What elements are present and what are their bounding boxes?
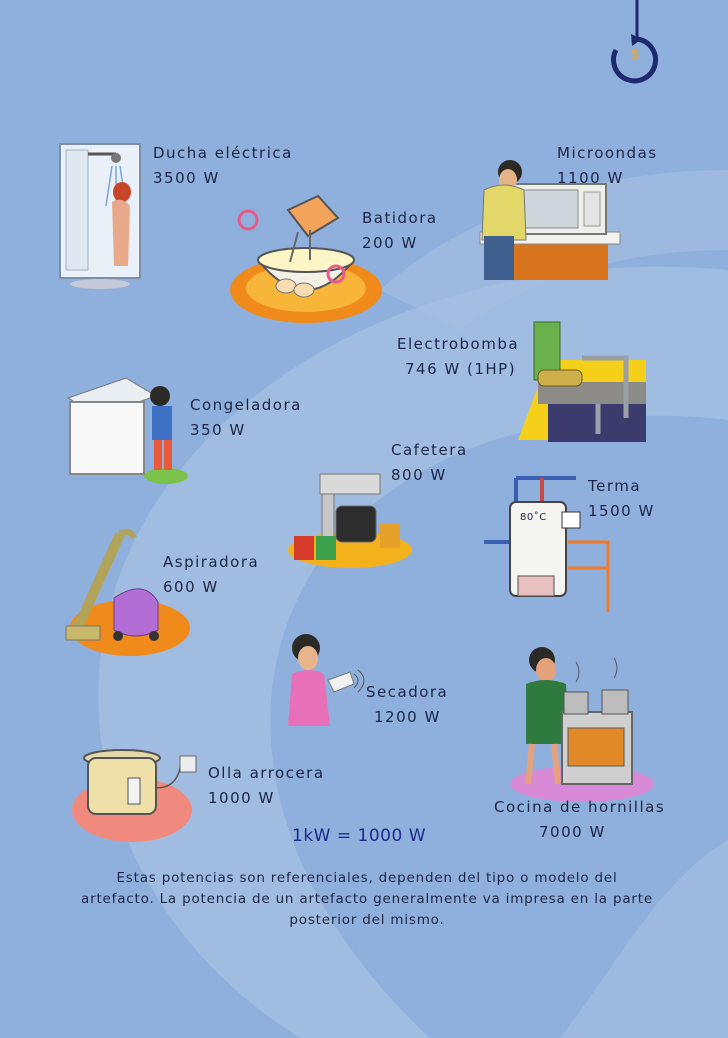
appliance-power: 800 W — [391, 466, 447, 484]
appliance-power: 350 W — [190, 421, 246, 439]
freezer-icon — [66, 377, 188, 484]
water-pump-label: Electrobomba 746 W (1HP) — [397, 332, 519, 382]
appliance-name: Secadora — [366, 683, 449, 701]
hair-dryer-icon — [288, 634, 365, 726]
heater-temp-label: 80˚C — [520, 512, 547, 523]
freezer-label: Congeladora 350 W — [190, 393, 302, 443]
appliance-name: Aspiradora — [163, 553, 260, 571]
appliance-name: Congeladora — [190, 396, 302, 414]
water-heater-icon — [484, 476, 610, 612]
mixer-label: Batidora 200 W — [362, 206, 438, 256]
footnote: Estas potencias son referenciales, depen… — [81, 870, 653, 928]
vacuum-icon — [65, 528, 190, 656]
appliance-power: 746 W (1HP) — [405, 360, 517, 378]
appliance-name: Terma — [588, 477, 642, 495]
appliance-power: 1100 W — [557, 169, 624, 187]
rice-cooker-label: Olla arrocera 1000 W — [208, 761, 325, 811]
appliance-name: Olla arrocera — [208, 764, 325, 782]
shower-icon — [59, 143, 141, 289]
water-pump-icon — [518, 321, 646, 442]
page-number-badge-icon — [611, 0, 659, 84]
mixer-icon — [230, 194, 382, 323]
coffee-maker-icon — [288, 473, 412, 568]
rice-cooker-icon — [72, 749, 197, 842]
appliance-power: 600 W — [163, 578, 219, 596]
appliance-name: Electrobomba — [397, 335, 520, 353]
appliance-name: Cafetera — [391, 441, 468, 459]
microwave-label: Microondas 1100 W — [557, 141, 658, 191]
appliance-power: 200 W — [362, 234, 418, 252]
vacuum-label: Aspiradora 600 W — [163, 550, 259, 600]
appliance-power: 1000 W — [208, 789, 275, 807]
appliance-name: Batidora — [362, 209, 438, 227]
appliance-power: 3500 W — [153, 169, 220, 187]
stove-label: Cocina de hornillas 7000 W — [494, 795, 665, 845]
kilowatt-formula: 1kW = 1000 W — [292, 826, 426, 846]
hair-dryer-label: Secadora 1200 W — [366, 680, 448, 730]
appliance-power: 1500 W — [588, 502, 655, 520]
appliance-power: 7000 W — [539, 823, 606, 841]
shower-label: Ducha eléctrica 3500 W — [153, 141, 293, 191]
stove-icon — [510, 647, 654, 802]
page-number: 5 — [630, 48, 640, 62]
microwave-icon — [479, 160, 621, 280]
appliance-name: Microondas — [557, 144, 658, 162]
appliance-name: Cocina de hornillas — [494, 798, 666, 816]
coffee-maker-label: Cafetera 800 W — [391, 438, 468, 488]
appliance-name: Ducha eléctrica — [153, 144, 293, 162]
appliance-power: 1200 W — [374, 708, 441, 726]
water-heater-label: Terma 1500 W — [588, 474, 655, 524]
